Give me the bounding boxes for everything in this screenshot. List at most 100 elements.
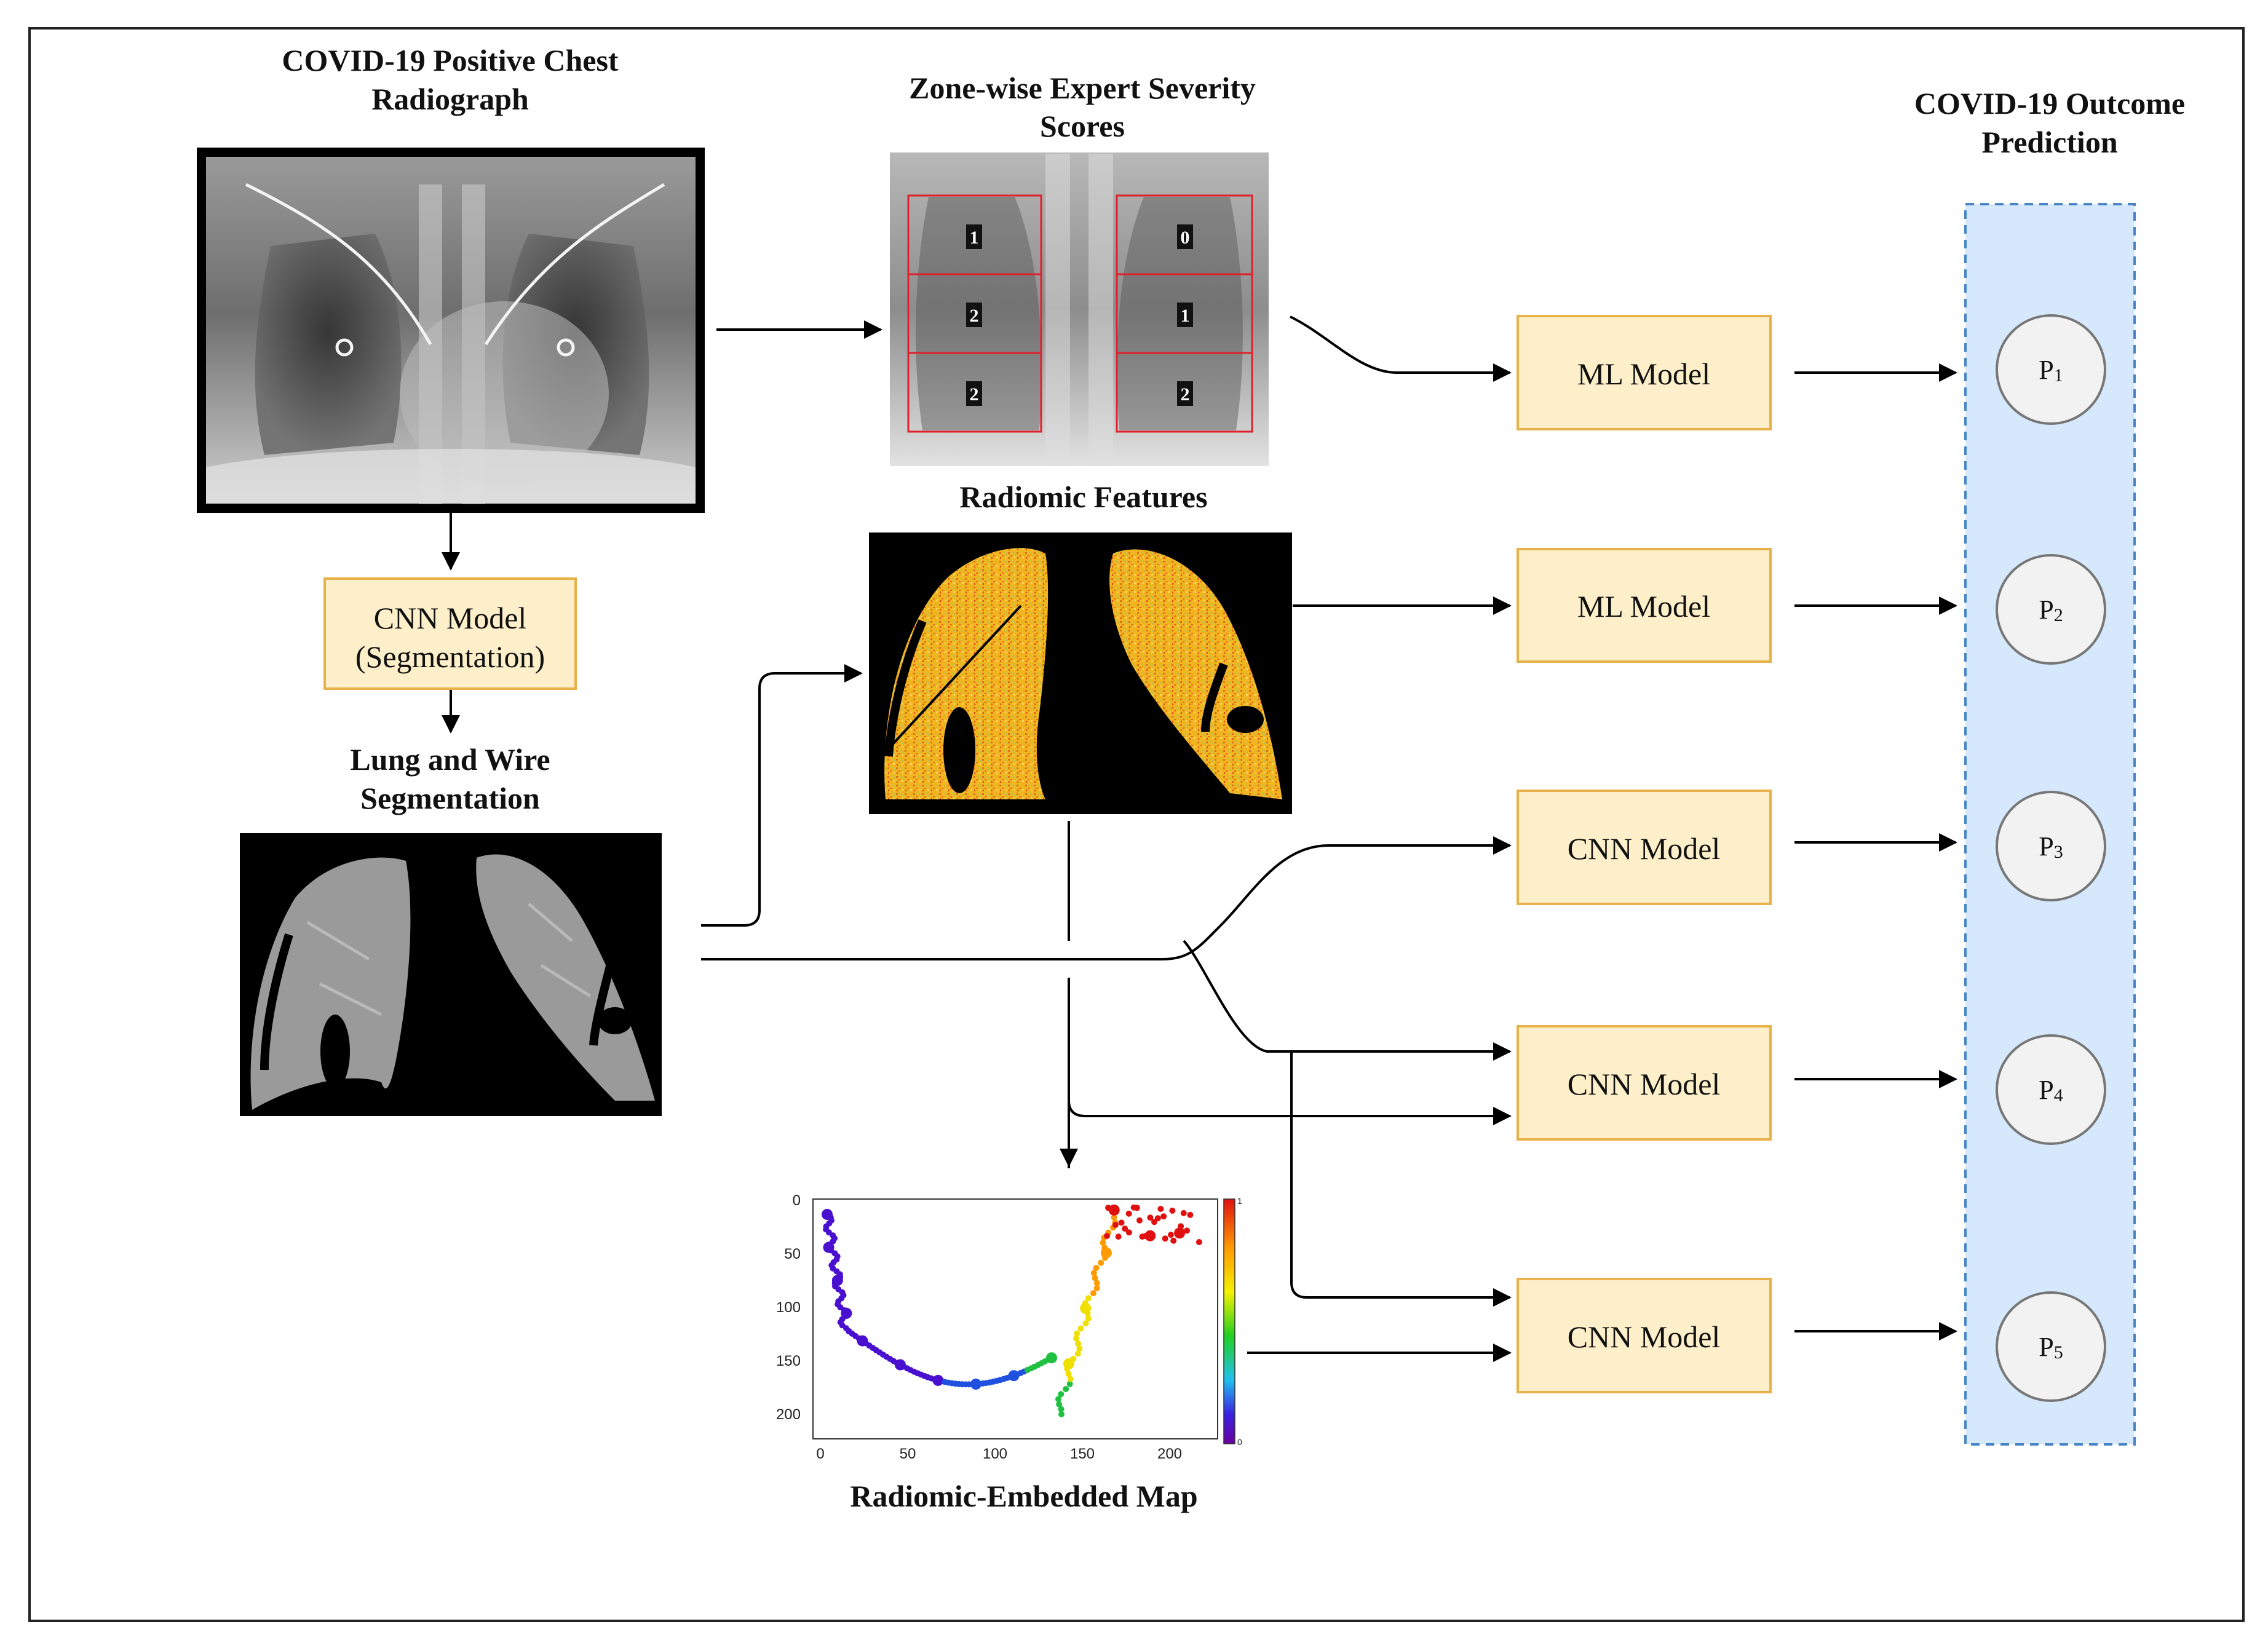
prediction-2-base: P bbox=[2039, 595, 2053, 625]
colorbar-bottom-tick: 0 bbox=[1237, 1437, 1242, 1447]
arrow-radiomics-to-cnn4 bbox=[1068, 1100, 1512, 1125]
map-point bbox=[1151, 1219, 1157, 1225]
map-point bbox=[1147, 1214, 1154, 1221]
map-point bbox=[1058, 1411, 1065, 1417]
map-point bbox=[1098, 1259, 1104, 1266]
y-tick-100: 100 bbox=[776, 1299, 801, 1316]
map-point bbox=[1195, 1239, 1202, 1245]
map-point bbox=[1104, 1233, 1110, 1239]
segmentation-image bbox=[240, 833, 662, 1116]
prediction-node-4 bbox=[1996, 1034, 2106, 1145]
map-point bbox=[1133, 1205, 1140, 1211]
x-tick-50: 50 bbox=[900, 1446, 916, 1462]
prediction-4-base: P bbox=[2039, 1075, 2053, 1105]
map-point bbox=[1090, 1290, 1096, 1297]
model-box-2-label: ML Model bbox=[1577, 589, 1710, 624]
map-point bbox=[1168, 1232, 1174, 1238]
embedded-map-points bbox=[822, 1204, 1202, 1417]
prediction-5-sub: 5 bbox=[2054, 1342, 2063, 1363]
svg-text:P4: P4 bbox=[2039, 1075, 2063, 1106]
prediction-node-5 bbox=[1996, 1291, 2106, 1402]
connectors bbox=[442, 315, 1957, 1362]
arrow-segmentation-to-cnn4 bbox=[1183, 940, 1512, 1061]
prediction-nodes: P1 P2 P3 P4 P5 bbox=[1996, 314, 2106, 1402]
map-point bbox=[1108, 1204, 1120, 1216]
map-point bbox=[1075, 1340, 1082, 1347]
model-box-3-label: CNN Model bbox=[1568, 831, 1721, 866]
map-point bbox=[1142, 1233, 1149, 1240]
map-point bbox=[1169, 1207, 1176, 1214]
embedded-map-chart: 0 50 100 150 200 0 50 100 150 200 1 0 bbox=[776, 1192, 1242, 1462]
arrow-zones-to-ml1 bbox=[1290, 315, 1512, 382]
chest-radiograph-title-line2: Radiograph bbox=[371, 82, 529, 116]
map-point bbox=[1065, 1371, 1072, 1377]
zone-score-r1: 1 bbox=[970, 228, 979, 248]
map-point bbox=[1067, 1376, 1074, 1382]
y-tick-0: 0 bbox=[793, 1192, 801, 1209]
map-point bbox=[1111, 1214, 1117, 1221]
map-point bbox=[1074, 1350, 1081, 1357]
map-point bbox=[1093, 1265, 1100, 1272]
map-point bbox=[1118, 1219, 1125, 1226]
map-point bbox=[1115, 1233, 1122, 1240]
x-tick-150: 150 bbox=[1070, 1446, 1095, 1462]
map-point bbox=[1170, 1237, 1177, 1244]
colorbar-top-tick: 1 bbox=[1237, 1196, 1242, 1206]
map-point bbox=[1180, 1209, 1187, 1216]
map-point bbox=[1058, 1391, 1065, 1398]
model-box-5 bbox=[1517, 1278, 1772, 1393]
map-point bbox=[1085, 1315, 1092, 1322]
model-box-5-label: CNN Model bbox=[1568, 1320, 1721, 1354]
prediction-3-sub: 3 bbox=[2054, 842, 2063, 862]
arrow-segmentation-to-cnn3 bbox=[701, 836, 1512, 960]
map-point bbox=[1066, 1380, 1073, 1387]
map-point bbox=[1100, 1240, 1106, 1246]
svg-text:P2: P2 bbox=[2039, 595, 2063, 625]
zone-score-r3: 2 bbox=[970, 384, 979, 405]
outcome-title-line1: COVID-19 Outcome bbox=[1914, 86, 2185, 121]
svg-text:P3: P3 bbox=[2039, 831, 2063, 862]
zone-severity-image bbox=[890, 152, 1269, 466]
map-point bbox=[1058, 1406, 1065, 1412]
arrow-branch-to-cnn5 bbox=[1290, 1051, 1512, 1307]
outcome-title-line2: Prediction bbox=[1981, 125, 2117, 159]
map-point bbox=[1063, 1386, 1069, 1392]
map-point bbox=[1093, 1280, 1100, 1286]
map-point bbox=[1077, 1325, 1084, 1332]
map-point bbox=[1125, 1229, 1132, 1236]
model-box-4-label: CNN Model bbox=[1568, 1067, 1721, 1101]
map-point bbox=[1082, 1320, 1089, 1327]
radiomic-features-image bbox=[869, 532, 1292, 814]
map-point bbox=[1073, 1335, 1080, 1342]
map-point bbox=[1112, 1222, 1119, 1228]
model-boxes: ML Model ML Model CNN Model CNN Model CN… bbox=[1517, 315, 1772, 1393]
map-point bbox=[1080, 1302, 1092, 1314]
model-box-1 bbox=[1517, 315, 1772, 430]
map-point bbox=[1144, 1230, 1156, 1241]
cnn-segmentation-box bbox=[323, 577, 577, 690]
x-tick-0: 0 bbox=[816, 1446, 824, 1462]
prediction-2-sub: 2 bbox=[2054, 605, 2063, 625]
map-point bbox=[1157, 1206, 1164, 1212]
prediction-node-3 bbox=[1996, 791, 2106, 901]
cnn-segmentation-label-line1: CNN Model bbox=[374, 601, 527, 635]
chest-radiograph-title-line1: COVID-19 Positive Chest bbox=[282, 43, 619, 77]
map-point bbox=[1160, 1213, 1167, 1220]
prediction-5-base: P bbox=[2039, 1332, 2053, 1362]
zone-score-l2: 1 bbox=[1181, 306, 1190, 326]
map-point bbox=[1070, 1355, 1077, 1362]
map-point bbox=[1092, 1275, 1098, 1281]
map-point bbox=[1093, 1285, 1100, 1291]
zone-score-l3: 2 bbox=[1181, 384, 1190, 405]
map-point bbox=[1076, 1345, 1083, 1352]
zone-score-r2: 2 bbox=[970, 306, 979, 326]
x-tick-100: 100 bbox=[983, 1446, 1007, 1462]
map-point bbox=[1055, 1396, 1061, 1403]
map-point bbox=[1136, 1217, 1143, 1224]
map-point bbox=[1122, 1225, 1128, 1232]
chest-radiograph-image bbox=[197, 148, 705, 513]
prediction-4-sub: 4 bbox=[2054, 1085, 2063, 1106]
prediction-node-1 bbox=[1996, 314, 2106, 425]
radiomic-features-title: Radiomic Features bbox=[959, 480, 1207, 514]
